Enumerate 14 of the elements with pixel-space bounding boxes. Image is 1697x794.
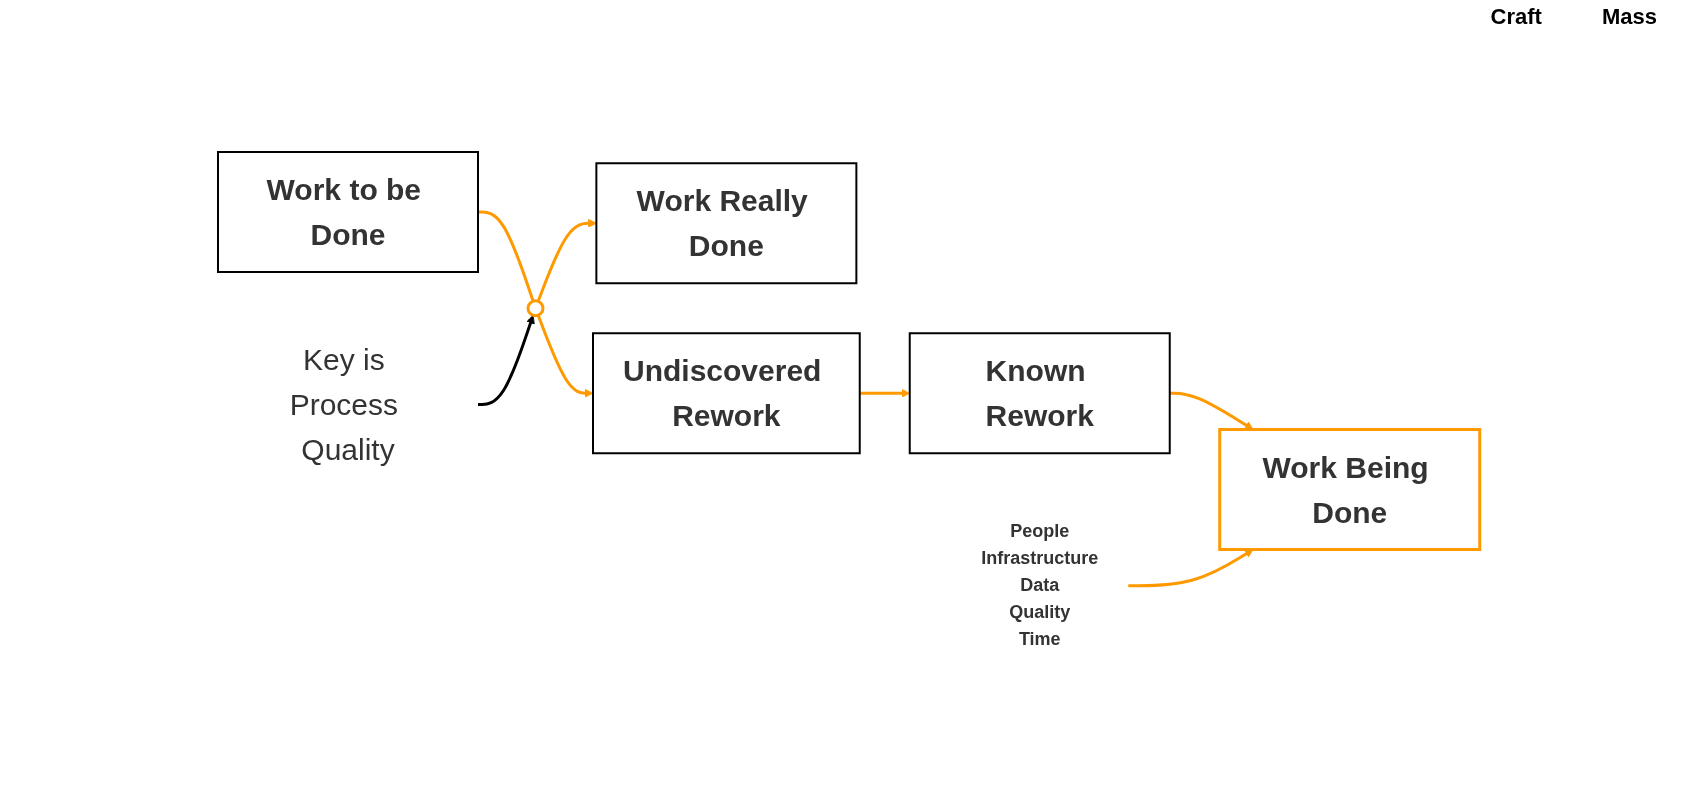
note-text: Mass — [1601, 4, 1657, 30]
node-circle — [526, 299, 545, 318]
node-box: Undiscovered Rework — [591, 332, 861, 455]
node-box: Work Really Done — [595, 162, 857, 285]
node-text: People Infrastructure Data Quality Time — [980, 521, 1098, 650]
node-box: Work to be Done — [216, 150, 479, 273]
node-text: Key is Process Quality — [289, 342, 398, 466]
note-text: Craft — [1490, 4, 1542, 30]
node-box: Work Being Done — [1217, 427, 1481, 551]
connector — [477, 210, 535, 302]
arrow — [1169, 391, 1254, 430]
arrow — [859, 388, 910, 398]
node-box: Known Rework — [908, 332, 1171, 455]
arrow — [477, 314, 535, 406]
